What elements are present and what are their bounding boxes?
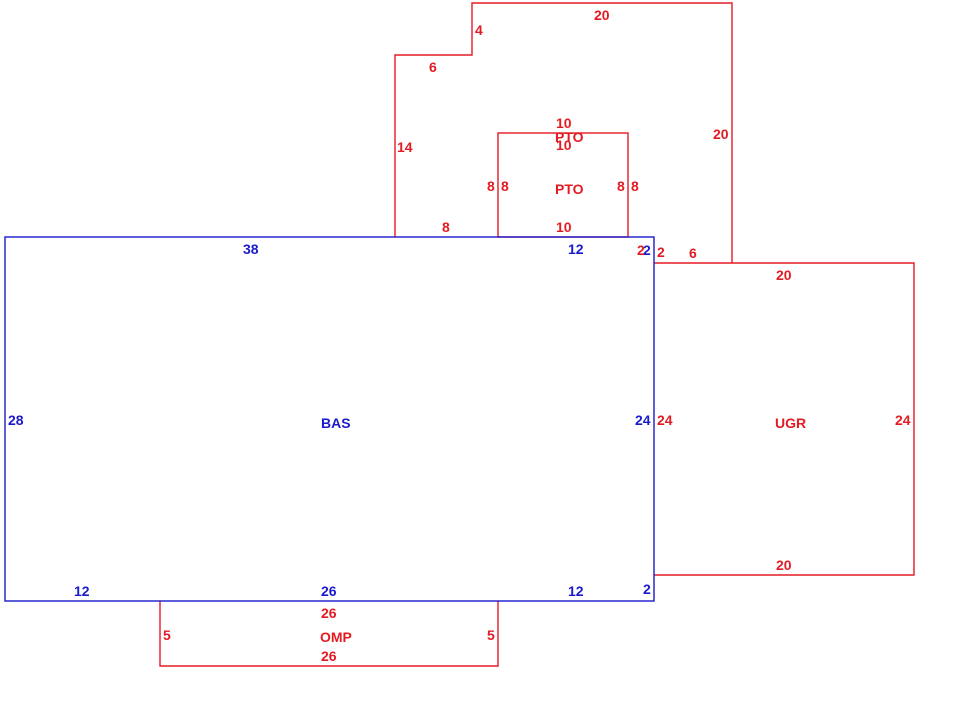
dim-outer-step-h: 6 bbox=[429, 59, 437, 75]
dim-omp-right: 5 bbox=[487, 627, 495, 643]
dim-bas-notch-bottom: 2 bbox=[643, 581, 651, 597]
dim-bas-notch-top: 2 bbox=[643, 242, 651, 258]
dim-outer-bottom-right: 6 bbox=[689, 245, 697, 261]
dim-outer-left: 14 bbox=[397, 139, 413, 155]
dim-omp-top: 26 bbox=[321, 605, 337, 621]
dim-ugr-top: 20 bbox=[776, 267, 792, 283]
dim-bas-bottom-b: 26 bbox=[321, 583, 337, 599]
dim-bas-top-right: 12 bbox=[568, 241, 584, 257]
dim-ugr-notch-a: 2 bbox=[637, 242, 645, 258]
bas-outline bbox=[4, 236, 655, 602]
area-label-ugr: UGR bbox=[775, 415, 806, 431]
area-label-bas: BAS bbox=[321, 415, 351, 431]
dim-pto-top-outer: 10 bbox=[556, 115, 572, 131]
dim-ugr-right: 24 bbox=[895, 412, 911, 428]
dim-bas-left: 28 bbox=[8, 412, 24, 428]
dim-outer-right: 20 bbox=[713, 126, 729, 142]
dim-ugr-bottom: 20 bbox=[776, 557, 792, 573]
dim-ugr-left: 24 bbox=[657, 412, 673, 428]
area-label-omp: OMP bbox=[320, 629, 352, 645]
dim-ugr-notch-b: 2 bbox=[657, 244, 665, 260]
dim-pto-left-outer: 8 bbox=[487, 178, 495, 194]
dim-bas-right: 24 bbox=[635, 412, 651, 428]
area-label-pto-inner: PTO bbox=[555, 181, 584, 197]
dim-bas-bottom-c: 12 bbox=[568, 583, 584, 599]
ugr-outline bbox=[654, 262, 915, 576]
dim-bas-top-left: 38 bbox=[243, 241, 259, 257]
dim-omp-bottom: 26 bbox=[321, 648, 337, 664]
dim-pto-right-outer: 8 bbox=[631, 178, 639, 194]
dim-outer-step-v: 4 bbox=[475, 22, 483, 38]
dim-outer-bottom-left: 8 bbox=[442, 219, 450, 235]
dim-bas-bottom-a: 12 bbox=[74, 583, 90, 599]
dim-outer-top: 20 bbox=[594, 7, 610, 23]
dim-pto-top-inner: 10 bbox=[556, 137, 572, 153]
dim-pto-bottom: 10 bbox=[556, 219, 572, 235]
area-label-pto-outer: PTO bbox=[555, 129, 584, 145]
pto-outer-outline bbox=[394, 2, 733, 263]
dim-pto-right-inner: 8 bbox=[617, 178, 625, 194]
dim-omp-left: 5 bbox=[163, 627, 171, 643]
omp-outline bbox=[159, 601, 499, 667]
dim-pto-left-inner: 8 bbox=[501, 178, 509, 194]
